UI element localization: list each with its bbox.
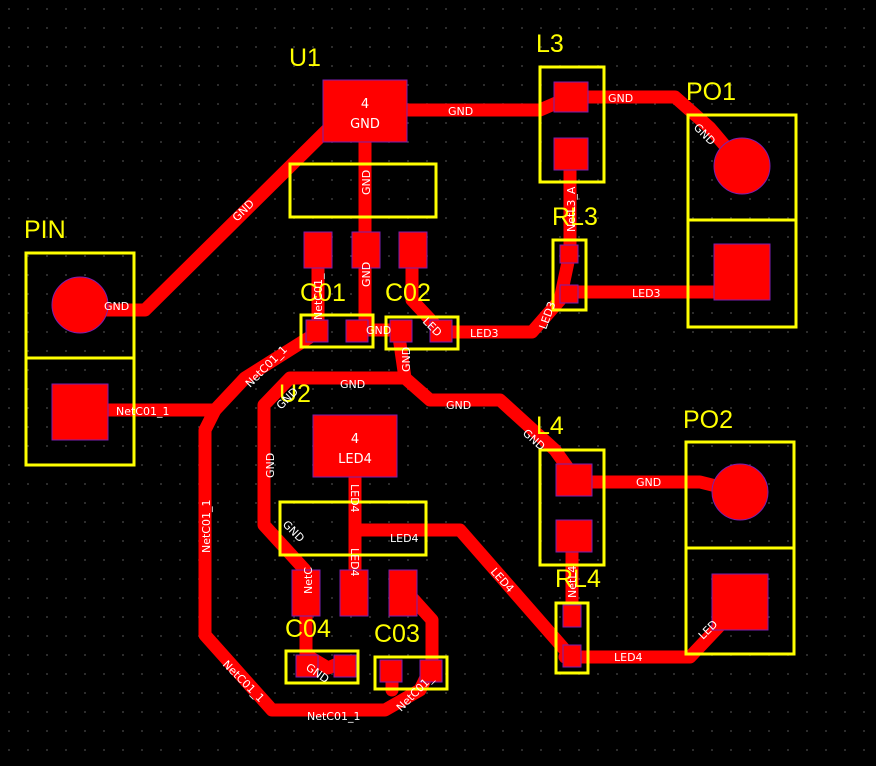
designator-c02: C02 bbox=[385, 279, 431, 307]
designator-l3: L3 bbox=[536, 30, 564, 58]
designators: U1 L3 PO1 RL3 PIN C01 C02 U2 L4 PO2 RL4 … bbox=[24, 30, 736, 648]
c01-outline bbox=[299, 313, 375, 349]
trace-gnd-c02-down[interactable] bbox=[391, 323, 585, 489]
net-label-led3-1: LED3 bbox=[470, 327, 499, 340]
net-label-gnd-11: GND bbox=[636, 476, 661, 489]
designator-l4: L4 bbox=[536, 412, 564, 440]
designator-c01: C01 bbox=[300, 279, 346, 307]
pin-pad-square[interactable] bbox=[51, 383, 109, 441]
net-label-led3-2: LED3 bbox=[632, 287, 661, 300]
u2-tab-pad[interactable] bbox=[312, 414, 398, 478]
l4-outline bbox=[538, 448, 606, 567]
c04-pad-b[interactable] bbox=[333, 654, 357, 678]
net-label-gnd-16: GND bbox=[104, 300, 129, 313]
trace-netc01-pin-to-c01[interactable] bbox=[73, 241, 325, 417]
designator-po2: PO2 bbox=[683, 406, 733, 434]
po1-pad-square[interactable] bbox=[713, 243, 771, 301]
u1-pin3-pad[interactable] bbox=[398, 231, 428, 269]
designator-c04: C04 bbox=[285, 615, 331, 643]
net-label-gnd-12: GND bbox=[264, 453, 277, 478]
silkscreen-outlines bbox=[24, 65, 798, 691]
c02-outline bbox=[384, 315, 460, 351]
rl3-outline bbox=[551, 238, 588, 312]
c03-pad-a[interactable] bbox=[379, 659, 403, 683]
u2-body-outline bbox=[278, 500, 428, 557]
rl4-pad-1[interactable] bbox=[562, 604, 582, 628]
designator-rl3: RL3 bbox=[552, 203, 598, 231]
rl3-pad-1[interactable] bbox=[559, 244, 579, 264]
net-label-gnd-4: GND bbox=[360, 170, 373, 195]
u1-tab-pad[interactable] bbox=[322, 79, 408, 143]
net-label-gnd-7: GND bbox=[400, 347, 413, 372]
net-label-gnd-8: GND bbox=[340, 378, 365, 391]
c01-pad-b[interactable] bbox=[345, 319, 369, 343]
designator-pin: PIN bbox=[24, 216, 66, 244]
pads bbox=[51, 79, 771, 683]
net-label-netl4: NetL4 bbox=[566, 566, 579, 598]
l3-pad-1[interactable] bbox=[553, 81, 589, 113]
net-label-led4-5: LED4 bbox=[348, 548, 361, 577]
po1-pad-round[interactable] bbox=[713, 137, 771, 195]
pin-pad-round[interactable] bbox=[51, 276, 109, 334]
u1-body-outline bbox=[288, 162, 438, 219]
u1-pin2-pad[interactable] bbox=[351, 231, 381, 269]
trace-led3-c02-to-rl3[interactable] bbox=[433, 255, 575, 339]
net-label-led4-3: LED4 bbox=[614, 651, 643, 664]
c04-outline bbox=[284, 649, 360, 685]
designator-rl4: RL4 bbox=[555, 565, 601, 593]
c03-pad-b[interactable] bbox=[419, 659, 443, 683]
net-label-led4-4: LED4 bbox=[348, 484, 361, 513]
net-label-netc01-1: NetC01_1 bbox=[116, 405, 170, 418]
u2-pin1-pad[interactable] bbox=[291, 569, 321, 617]
po2-pad-round[interactable] bbox=[711, 463, 769, 521]
rl3-pad-2[interactable] bbox=[559, 284, 579, 304]
po2-pad-square[interactable] bbox=[711, 573, 769, 631]
pad-labels: 4 GND 4 LED4 bbox=[338, 97, 380, 467]
l4-pad-1[interactable] bbox=[555, 463, 593, 497]
u2-pin-net: LED4 bbox=[338, 452, 372, 467]
net-label-gnd-1: GND bbox=[448, 105, 473, 118]
net-label-gnd-2: GND bbox=[608, 92, 633, 105]
c01-pad-a[interactable] bbox=[305, 319, 329, 343]
l4-pad-2[interactable] bbox=[555, 519, 593, 553]
u1-pin-number: 4 bbox=[361, 97, 369, 112]
net-label-gnd-5: GND bbox=[360, 262, 373, 287]
u1-pin-net: GND bbox=[350, 117, 380, 132]
u2-pin2-pad[interactable] bbox=[339, 569, 369, 617]
l3-outline bbox=[538, 65, 606, 184]
net-label-netc01-3: NetC01_1 bbox=[200, 500, 213, 554]
net-label-netc01-5: NetC01_1 bbox=[307, 710, 361, 723]
net-label-netc-stub: NetC bbox=[302, 567, 315, 594]
c03-outline bbox=[373, 655, 449, 691]
net-label-gnd-6: GND bbox=[366, 324, 391, 337]
rl4-pad-2[interactable] bbox=[562, 644, 582, 668]
trace-led4-u2-to-rl4[interactable] bbox=[348, 523, 572, 657]
rl4-outline bbox=[554, 601, 590, 675]
net-label-led4-1: LED4 bbox=[390, 532, 419, 545]
trace-netc01-left-loop[interactable] bbox=[198, 403, 439, 717]
c04-pad-a[interactable] bbox=[295, 654, 319, 678]
c02-pad-b[interactable] bbox=[429, 319, 453, 343]
u1-pin1-pad[interactable] bbox=[303, 231, 333, 269]
net-label-netl3: NetL3_A bbox=[565, 186, 578, 232]
net-label-gnd-9: GND bbox=[446, 399, 471, 412]
designator-po1: PO1 bbox=[686, 78, 736, 106]
designator-u1: U1 bbox=[289, 44, 321, 72]
designator-c03: C03 bbox=[374, 620, 420, 648]
c02-pad-a[interactable] bbox=[389, 319, 413, 343]
u2-pin-number: 4 bbox=[351, 432, 359, 447]
l3-pad-2[interactable] bbox=[553, 137, 589, 171]
designator-u2: U2 bbox=[279, 380, 311, 408]
net-label-netc01-6: NetC01_ bbox=[312, 273, 325, 320]
u2-pin3-pad[interactable] bbox=[388, 569, 418, 617]
